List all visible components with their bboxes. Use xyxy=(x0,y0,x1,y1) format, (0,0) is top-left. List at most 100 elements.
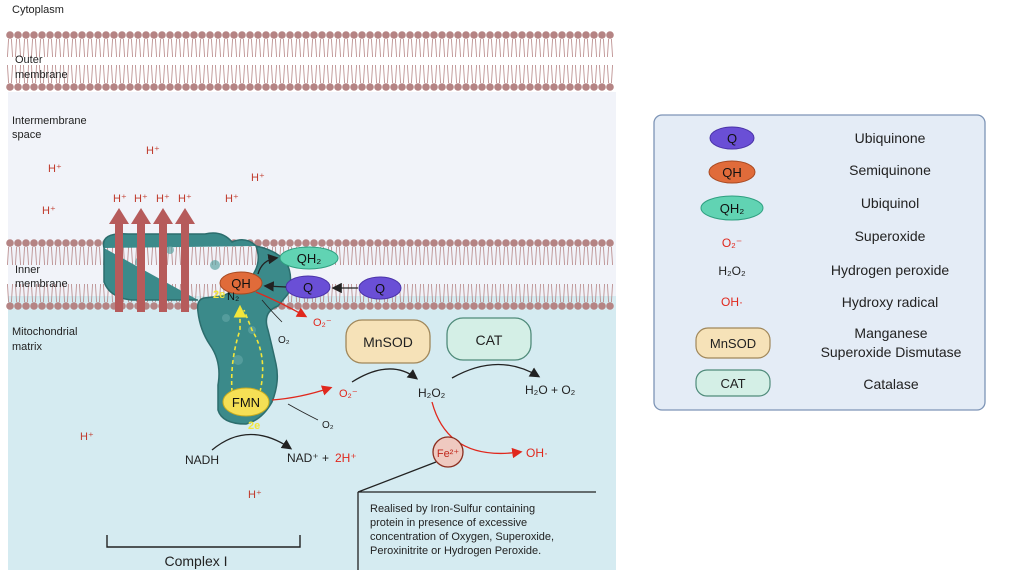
lipid-tail xyxy=(463,246,469,266)
semiquinone-qh xyxy=(219,271,263,295)
lipid-tail xyxy=(143,64,149,84)
lipid-tail xyxy=(23,38,29,58)
lipid-head xyxy=(270,83,278,91)
lipid-tail xyxy=(415,283,421,303)
lipid-head xyxy=(286,83,294,91)
lipid-tail xyxy=(383,38,389,58)
lipid-head xyxy=(294,239,302,247)
legend-label: Superoxide Dismutase xyxy=(821,344,962,360)
lipid-head xyxy=(550,83,558,91)
outer-membrane xyxy=(6,31,614,91)
lipid-head xyxy=(206,31,214,39)
lipid-head xyxy=(134,31,142,39)
lipid-head xyxy=(470,83,478,91)
lipid-head xyxy=(358,302,366,310)
lipid-head xyxy=(6,239,14,247)
fe-label: Fe²⁺ xyxy=(437,448,460,460)
lipid-head xyxy=(182,31,190,39)
lipid-head xyxy=(366,302,374,310)
lipid-head xyxy=(54,302,62,310)
lipid-head xyxy=(166,83,174,91)
lipid-head xyxy=(566,239,574,247)
lipid-head xyxy=(534,302,542,310)
lipid-tail xyxy=(559,64,565,84)
lipid-tail xyxy=(391,38,397,58)
lipid-head xyxy=(326,31,334,39)
mnsod-enzyme xyxy=(345,319,431,364)
lipid-tail xyxy=(543,283,549,303)
lipid-tail xyxy=(399,38,405,58)
lipid-head xyxy=(374,31,382,39)
lipid-tail xyxy=(255,38,261,58)
lipid-tail xyxy=(407,283,413,303)
lipid-head xyxy=(102,83,110,91)
lipid-tail xyxy=(479,38,485,58)
lipid-head xyxy=(462,31,470,39)
lipid-tail xyxy=(591,64,597,84)
lipid-head xyxy=(6,83,14,91)
lipid-head xyxy=(286,239,294,247)
legend-label: Superoxide xyxy=(855,228,926,244)
lipid-tail xyxy=(63,246,69,266)
lipid-tail xyxy=(391,64,397,84)
lipid-head xyxy=(110,83,118,91)
mnsod-reaction-arrow xyxy=(351,368,419,383)
lipid-head xyxy=(246,31,254,39)
lipid-tail xyxy=(479,64,485,84)
lipid-head xyxy=(166,302,174,310)
lipid-head xyxy=(582,83,590,91)
lipid-tail xyxy=(367,246,373,266)
lipid-tail xyxy=(343,38,349,58)
lipid-head xyxy=(214,83,222,91)
lipid-tail xyxy=(463,283,469,303)
lipid-head xyxy=(398,31,406,39)
complex-i-bracket xyxy=(106,535,301,548)
lipid-head xyxy=(518,239,526,247)
lipid-tail xyxy=(527,246,533,266)
cat-label: CAT xyxy=(476,332,503,348)
proton-label: H⁺ xyxy=(225,193,239,205)
lipid-tail xyxy=(111,38,117,58)
lipid-head xyxy=(454,31,462,39)
lipid-head xyxy=(486,239,494,247)
lipid-tail xyxy=(71,246,77,266)
lipid-tail xyxy=(151,246,157,266)
lipid-head xyxy=(334,239,342,247)
lipid-tail xyxy=(95,38,101,58)
lipid-tail xyxy=(471,64,477,84)
complex-i-body xyxy=(102,232,292,425)
lipid-tail xyxy=(135,64,141,84)
lipid-tail xyxy=(199,246,205,266)
lipid-tail xyxy=(591,38,597,58)
lipid-head xyxy=(198,83,206,91)
lipid-head xyxy=(302,302,310,310)
lipid-tail xyxy=(423,283,429,303)
lipid-head xyxy=(494,239,502,247)
lipid-tail xyxy=(423,246,429,266)
lipid-tail xyxy=(47,38,53,58)
lipid-head xyxy=(54,83,62,91)
lipid-tail xyxy=(223,38,229,58)
two-electrons-top: 2e xyxy=(213,289,225,301)
lipid-head xyxy=(558,239,566,247)
complex-texture xyxy=(210,260,220,270)
lipid-tail xyxy=(431,246,437,266)
lipid-head xyxy=(406,83,414,91)
lipid-head xyxy=(366,239,374,247)
lipid-head xyxy=(454,302,462,310)
lipid-head xyxy=(502,302,510,310)
lipid-tail xyxy=(487,283,493,303)
lipid-head xyxy=(46,239,54,247)
legend-ubiquinone-symbol xyxy=(709,126,755,150)
lipid-head xyxy=(14,302,22,310)
lipid-head xyxy=(246,83,254,91)
lipid-head xyxy=(22,239,30,247)
legend-symbol-text: CAT xyxy=(720,376,745,391)
lipid-head xyxy=(550,239,558,247)
lipid-tail xyxy=(511,38,517,58)
complex-i-label: Complex I xyxy=(164,553,227,569)
lipid-tail xyxy=(23,246,29,266)
lipid-head xyxy=(446,31,454,39)
note-line: concentration of Oxygen, Superoxide, xyxy=(370,531,554,543)
lipid-head xyxy=(606,83,614,91)
